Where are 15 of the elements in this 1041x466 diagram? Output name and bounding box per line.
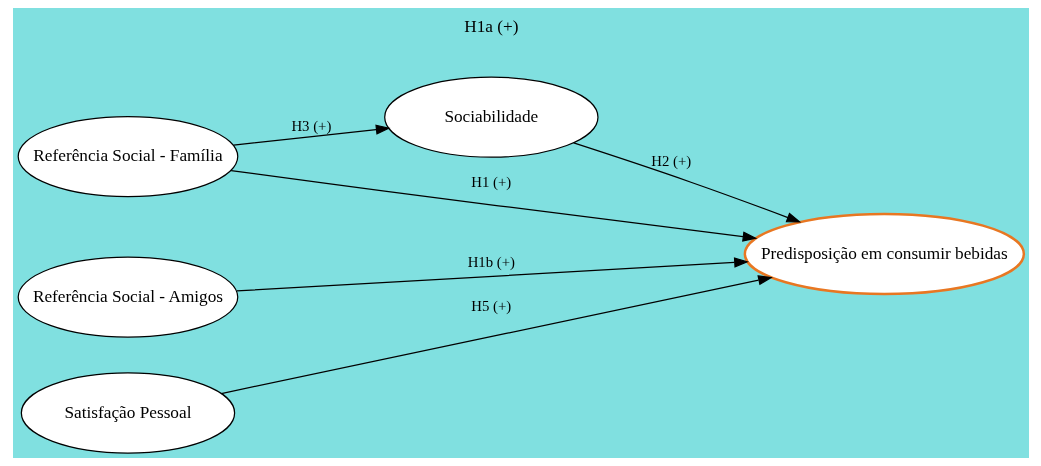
arrow bbox=[220, 275, 773, 395]
arrow bbox=[230, 169, 757, 242]
edge-label: H2 (+) bbox=[650, 152, 691, 169]
arrow bbox=[572, 142, 801, 223]
edge-label: H1b (+) bbox=[467, 254, 515, 271]
arrow bbox=[232, 124, 391, 146]
label: H1a (+) bbox=[463, 16, 518, 36]
node-ellipse: Referência Social - Família bbox=[17, 115, 238, 198]
node-ellipse: Referência Social - Amigos bbox=[17, 256, 238, 338]
edge-label: H1 (+) bbox=[470, 173, 511, 190]
node-ellipse: Sociabilidade bbox=[383, 76, 599, 158]
edge-label: H5 (+) bbox=[470, 298, 511, 315]
arrow bbox=[235, 257, 749, 292]
edge-label: H3 (+) bbox=[290, 118, 331, 135]
node-ellipse: Satisfação Pessoal bbox=[20, 372, 235, 454]
